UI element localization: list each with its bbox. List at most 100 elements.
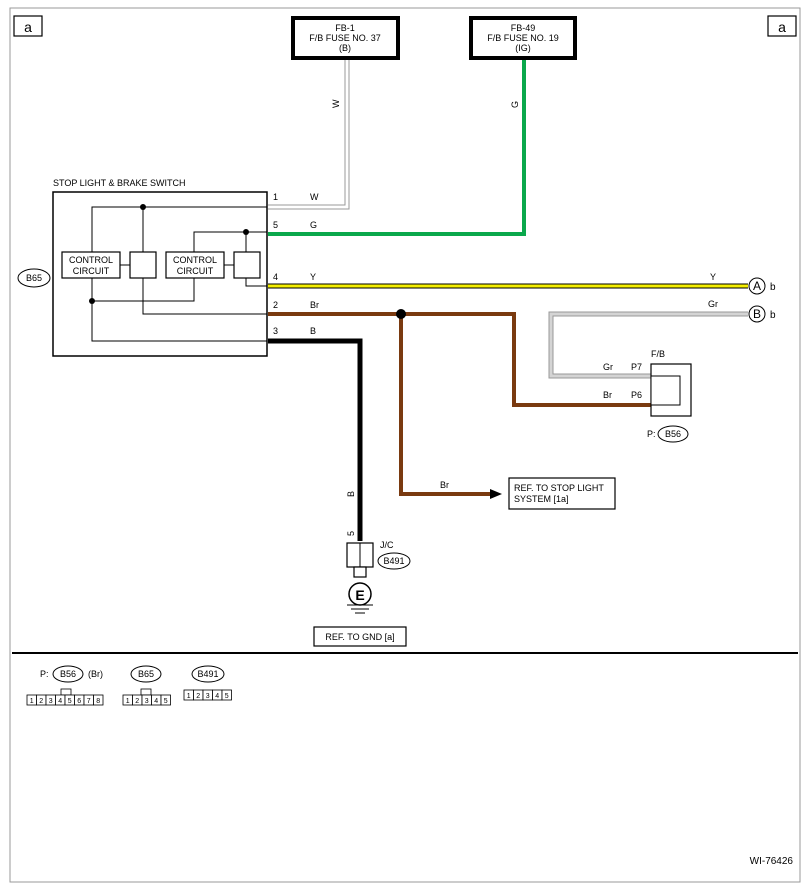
corner-tag-right: a — [767, 15, 797, 37]
legend-pin-number: 5 — [68, 698, 72, 705]
control-circuit-1-line1: CONTROL — [69, 255, 113, 265]
wire-g-label: G — [510, 101, 520, 108]
jc-pin-label: 5 — [346, 531, 356, 536]
legend-pin-number: 1 — [187, 693, 191, 700]
fuse-block-fb: F/B Gr P7 Br P6 P: B56 — [603, 349, 692, 443]
wire-br-stop — [399, 314, 492, 496]
ground-symbol: E — [347, 582, 373, 614]
wire-br-fb-label: Br — [603, 390, 612, 400]
document-id: WI-76426 — [750, 856, 794, 867]
joint-connector-jc: J/C B491 — [346, 540, 411, 578]
legend-b65-name: B65 — [138, 669, 154, 679]
fb-title: F/B — [651, 349, 665, 359]
control-circuit-2-line1: CONTROL — [173, 255, 217, 265]
terminal-a-letter: A — [753, 279, 761, 293]
legend-b491-name: B491 — [197, 669, 218, 679]
legend-b56-name: B56 — [60, 669, 76, 679]
jc-label: J/C — [380, 540, 394, 550]
pin-1-num: 1 — [273, 192, 278, 202]
control-circuit-1 — [61, 251, 121, 279]
legend-pin-number: 2 — [196, 693, 200, 700]
terminal-b-suffix: b — [770, 310, 776, 321]
fuse2-line2: F/B FUSE NO. 19 — [487, 33, 559, 43]
fb-pin-p6: P6 — [631, 390, 642, 400]
fuse2-line1: FB-49 — [511, 23, 536, 33]
wire-br-fb — [268, 312, 651, 407]
wire-w-label: W — [331, 99, 341, 108]
switch-contact-1 — [129, 251, 157, 279]
fuse2-line3: (IG) — [515, 43, 531, 53]
corner-tag-left-text: a — [24, 19, 32, 35]
corner-tag-right-text: a — [778, 19, 786, 35]
connector-b65-label: B65 — [26, 273, 42, 283]
wire-g — [268, 60, 526, 236]
fb-pin-p7: P7 — [631, 362, 642, 372]
splice-br — [396, 309, 406, 319]
legend-pin-number: 1 — [30, 698, 34, 705]
ground-ref-box: REF. TO GND [a] — [313, 626, 407, 647]
legend-pin-cell — [221, 689, 232, 701]
pin-4-num: 4 — [273, 272, 278, 282]
pin-3-color: B — [310, 326, 316, 336]
legend-pin-number: 6 — [77, 698, 81, 705]
legend-pin-number: 4 — [58, 698, 62, 705]
wire-gr — [549, 312, 748, 378]
fuse1-line3: (B) — [339, 43, 351, 53]
fuse-box-fb49: FB-49 F/B FUSE NO. 19 (IG) — [469, 16, 577, 60]
control-circuit-2 — [165, 251, 225, 279]
wire-b — [268, 338, 363, 541]
fuse-box-fb1: FB-1 F/B FUSE NO. 37 (B) — [291, 16, 400, 60]
pin-labels: 1 W 5 G 4 Y 2 Br 3 B — [273, 192, 319, 336]
wire-b-label: B — [346, 491, 356, 497]
pin-3-num: 3 — [273, 326, 278, 336]
legend-pin-number: 5 — [225, 693, 229, 700]
fb-connector-prefix: P: — [647, 429, 656, 439]
legend-pin-number: 5 — [164, 698, 168, 705]
legend-pin-cell — [93, 694, 104, 706]
legend-b56-suffix: (Br) — [88, 669, 103, 679]
legend-pin-cell — [160, 694, 171, 706]
pin-4-color: Y — [310, 272, 316, 282]
legend-pin-number: 3 — [49, 698, 53, 705]
control-circuit-1-line2: CIRCUIT — [73, 266, 110, 276]
pin-1-color: W — [310, 192, 319, 202]
legend-pin-number: 2 — [39, 698, 43, 705]
wire-br-stop-label: Br — [440, 480, 449, 490]
connector-tag-b65: B65 — [17, 268, 51, 288]
pin-2-color: Br — [310, 300, 319, 310]
wire-y-right-label: Y — [710, 272, 716, 282]
legend-pin-number: 7 — [87, 698, 91, 705]
legend-b56-prefix: P: — [40, 669, 49, 679]
stop-light-brake-switch: STOP LIGHT & BRAKE SWITCH CONTROL CIRCUI… — [52, 178, 268, 357]
legend-pin-number: 4 — [215, 693, 219, 700]
outer-frame — [9, 7, 801, 883]
legend-pin-number: 3 — [206, 693, 210, 700]
wire-gr-outline — [548, 311, 748, 379]
terminal-b-letter: B — [753, 307, 761, 321]
pin-2-num: 2 — [273, 300, 278, 310]
terminal-a: A b — [748, 277, 776, 295]
wire-w — [268, 60, 350, 210]
switch-contact-2 — [233, 251, 261, 279]
ground-letter: E — [355, 587, 364, 603]
legend-pin-number: 4 — [154, 698, 158, 705]
pin-5-color: G — [310, 220, 317, 230]
stop-light-ref-box: REF. TO STOP LIGHT SYSTEM [1a] — [508, 477, 616, 510]
legend-pin-number: 2 — [135, 698, 139, 705]
switch-title: STOP LIGHT & BRAKE SWITCH — [53, 178, 186, 188]
terminal-b: B b — [748, 305, 776, 323]
legend-pin-number: 1 — [126, 698, 130, 705]
corner-tag-left: a — [13, 15, 43, 37]
legend-pin-number: 8 — [96, 698, 100, 705]
fuse1-line2: F/B FUSE NO. 37 — [309, 33, 381, 43]
fb-connector-b56: B56 — [665, 429, 681, 439]
arrow-stop-ref — [490, 489, 502, 499]
jc-connector-b491: B491 — [383, 556, 404, 566]
fuse1-line1: FB-1 — [335, 23, 355, 33]
